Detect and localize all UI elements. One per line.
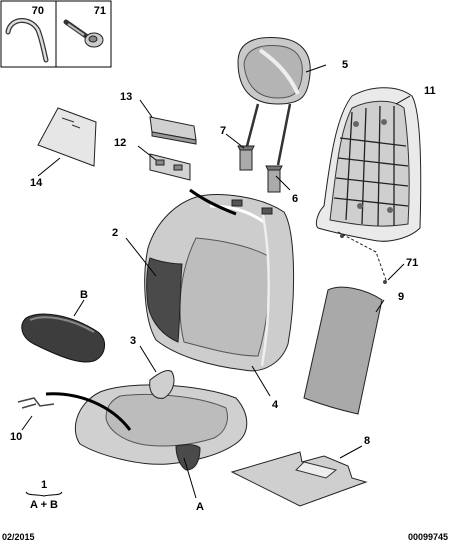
callout-2: 2 <box>112 227 118 239</box>
part-70-label: 70 <box>32 5 44 17</box>
callout-71: 71 <box>406 257 418 269</box>
part-7-guide <box>237 145 255 171</box>
part-10-wire <box>17 397 55 409</box>
callout-14: 14 <box>30 177 43 189</box>
callout-10: 10 <box>10 431 22 443</box>
part-12-bracket <box>149 153 191 181</box>
part-3-seat-cushion <box>45 369 248 471</box>
callout-7: 7 <box>220 125 226 137</box>
part-5-headrest <box>237 37 311 166</box>
screw-icon <box>63 19 104 48</box>
part-6-guide <box>265 165 283 193</box>
callout-3: 3 <box>130 335 136 347</box>
callout-5: 5 <box>342 59 348 71</box>
parts-box: 70 71 <box>0 0 112 68</box>
legend-top: 1 <box>41 479 47 491</box>
callout-12: 12 <box>114 137 126 149</box>
part-2-backrest <box>144 188 295 372</box>
part-11-backrest-frame <box>315 87 422 284</box>
legend-bottom: A + B <box>30 499 58 511</box>
assembly-legend: 1 A + B <box>25 479 63 511</box>
callout-6: 6 <box>292 193 298 205</box>
footer-ref: 00099745 <box>408 532 448 542</box>
callout-9: 9 <box>398 291 404 303</box>
callout-11: 11 <box>424 85 436 97</box>
callout-4: 4 <box>272 399 279 411</box>
part-9-back-panel <box>303 286 383 415</box>
callout-8: 8 <box>364 435 370 447</box>
part-13-clip <box>149 116 197 145</box>
wire-clip-icon <box>5 18 49 63</box>
part-71-label: 71 <box>94 5 106 17</box>
callout-13: 13 <box>120 91 132 103</box>
callout-B: B <box>80 289 88 301</box>
part-B-armrest <box>21 313 105 363</box>
part-8-mat <box>230 451 368 507</box>
part-14-pad <box>37 107 97 167</box>
leader-lines <box>21 64 411 499</box>
footer-date: 02/2015 <box>2 532 35 542</box>
callout-A: A <box>196 501 204 513</box>
